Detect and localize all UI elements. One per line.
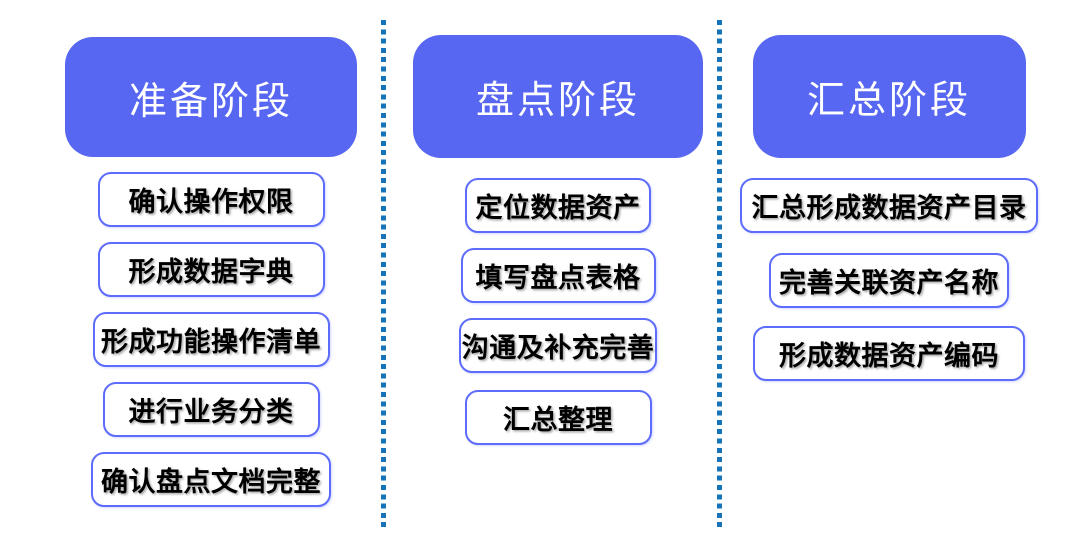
task-box: 形成数据字典 [97, 242, 325, 297]
phase-header-inventory: 盘点阶段 [413, 35, 703, 158]
phase-column-summary: 汇总阶段 汇总形成数据资产目录 完善关联资产名称 形成数据资产编码 [740, 35, 1038, 381]
task-box: 汇总整理 [464, 390, 652, 445]
task-box: 形成数据资产编码 [753, 326, 1025, 381]
task-box: 填写盘点表格 [460, 248, 656, 303]
task-box: 完善关联资产名称 [769, 253, 1009, 308]
dotted-divider [717, 20, 722, 527]
task-box: 确认操作权限 [97, 172, 325, 227]
task-box: 进行业务分类 [102, 382, 320, 437]
task-box: 确认盘点文档完整 [91, 452, 331, 507]
task-box: 定位数据资产 [465, 178, 651, 233]
dotted-divider [381, 20, 386, 527]
phase-header-preparation: 准备阶段 [65, 37, 357, 157]
task-box: 汇总形成数据资产目录 [740, 178, 1038, 233]
task-box: 形成功能操作清单 [92, 312, 330, 367]
task-box: 沟通及补充完善 [459, 318, 657, 373]
phase-column-preparation: 准备阶段 确认操作权限 形成数据字典 形成功能操作清单 进行业务分类 确认盘点文… [65, 37, 357, 507]
phase-column-inventory: 盘点阶段 定位数据资产 填写盘点表格 沟通及补充完善 汇总整理 [413, 35, 703, 445]
phase-header-summary: 汇总阶段 [752, 35, 1026, 158]
